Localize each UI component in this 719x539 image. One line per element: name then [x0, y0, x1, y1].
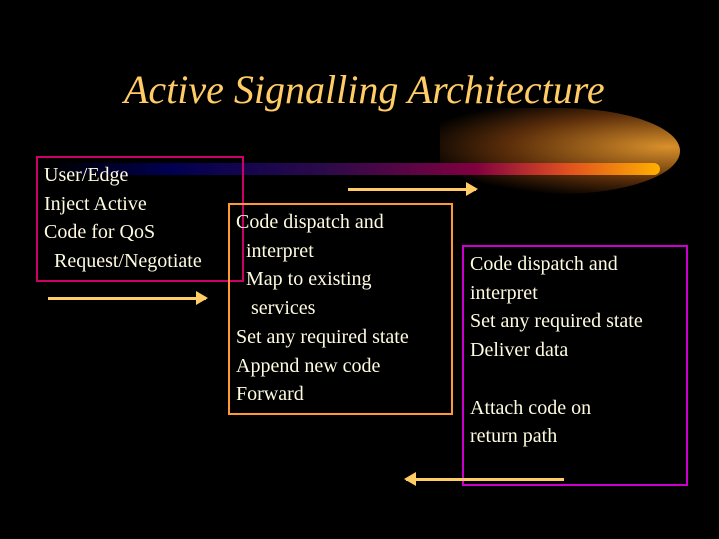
intermediate-node-text: Code dispatch and interpret Map to exist…	[236, 211, 409, 406]
glow-decoration	[440, 108, 680, 194]
slide-title: Active Signalling Architecture	[124, 67, 605, 112]
beam-decoration	[45, 163, 660, 175]
intermediate-node-box	[228, 203, 453, 415]
arrow-right-icon	[348, 182, 478, 196]
arrow-left-icon	[404, 472, 564, 486]
arrow-right-icon	[48, 291, 208, 305]
user-edge-box	[36, 156, 244, 282]
destination-node-box	[462, 245, 688, 486]
